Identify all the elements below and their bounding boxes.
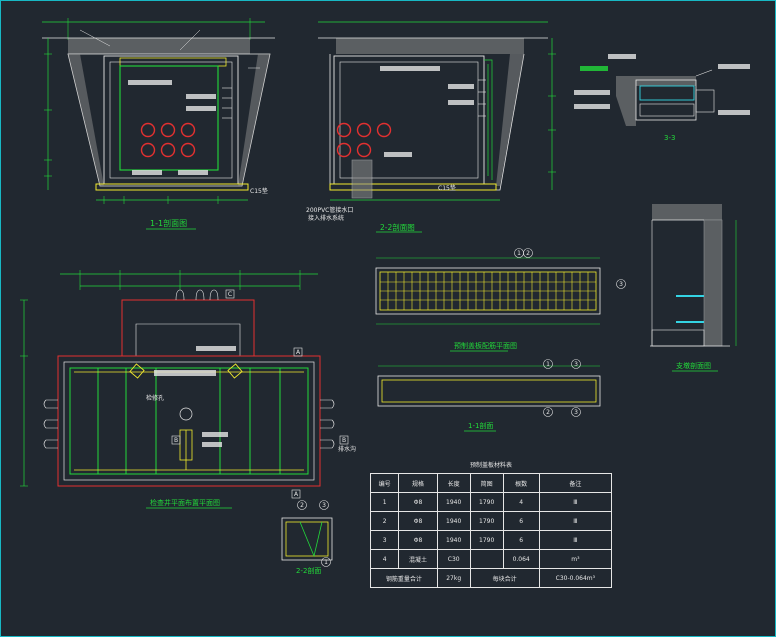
marker-label: 3 — [619, 281, 623, 288]
marker-label: 3 — [322, 502, 326, 509]
section-2-2: 200PVC管接水口 接入排水系统 2-2剖面图 C15垫 — [306, 21, 556, 233]
marker-label: 3 — [574, 361, 578, 368]
marker-box-label: B — [342, 437, 346, 444]
table-header-cell: 根数 — [502, 473, 540, 493]
marker-circle — [571, 407, 581, 417]
table-cell: 1790 — [469, 530, 504, 550]
table-cell: 1790 — [469, 492, 504, 512]
table-cell: Ⅲ — [538, 530, 613, 550]
table-cell: m³ — [538, 549, 613, 569]
plan-label-drain: 排水沟 — [338, 445, 356, 453]
marker-box — [225, 289, 235, 299]
plan-view: 检修孔 检查井平面布置平面图 排水沟 — [20, 270, 356, 509]
section-1-1: 1-1剖面图 C15垫 — [42, 18, 275, 230]
marker-box-label: C — [228, 291, 232, 298]
marker-circle — [616, 279, 626, 289]
marker-label: 2 — [300, 502, 304, 509]
table-cell: 6 — [502, 511, 540, 531]
section-1-1-label: C15垫 — [250, 187, 268, 195]
table-cell: Ⅲ — [538, 492, 613, 512]
section-1-1-title: 1-1剖面图 — [150, 218, 187, 228]
table-footer-cell: 27kg — [436, 568, 471, 588]
table-cell: 4 — [502, 492, 540, 512]
table-cell: 1940 — [436, 511, 471, 531]
marker-circle — [319, 500, 329, 510]
marker-label: 3 — [574, 409, 578, 416]
section-2-2-label-drain: 接入排水系统 — [308, 214, 344, 222]
marker-box — [291, 489, 301, 499]
table-cell: 4 — [369, 549, 400, 569]
table-cell: Φ8 — [398, 530, 438, 550]
marker-box — [171, 435, 181, 445]
table-header-cell: 编号 — [369, 473, 400, 493]
table-header-cell: 简图 — [469, 473, 504, 493]
table-cell: 0.064 — [502, 549, 540, 569]
table-cell: Φ8 — [398, 492, 438, 512]
marker-circle — [543, 407, 553, 417]
plan-title: 检查井平面布置平面图 — [150, 498, 220, 507]
table-header-row: 编号规格长度简图根数备注 — [369, 473, 613, 493]
table-footer-cell: C30-0.064m³ — [538, 568, 613, 588]
table-header-cell: 规格 — [398, 473, 438, 493]
rebar-section: 1-1剖面 — [377, 365, 601, 432]
table-title: 预制盖板材料表 — [469, 462, 512, 469]
rebar-plan-title: 预制盖板配筋平面图 — [454, 341, 517, 350]
wall-section: 支墩剖面图 — [650, 204, 737, 372]
marker-label: 2 — [546, 409, 550, 416]
table-cell: 1940 — [436, 492, 471, 512]
marker-label: 1 — [517, 250, 521, 257]
section-2-2-label-pipe: 200PVC管接水口 — [306, 206, 353, 214]
marker-circle — [543, 359, 553, 369]
table-cell: 混凝土 — [398, 549, 438, 569]
marker-circle — [571, 359, 581, 369]
table-cell: Φ8 — [398, 511, 438, 531]
marker-label: 1 — [324, 559, 328, 566]
table-cell: 3 — [369, 530, 400, 550]
plan-label-check-hole: 检修孔 — [146, 394, 164, 402]
table-cell: 2 — [369, 511, 400, 531]
table-cell: 1 — [369, 492, 400, 512]
table-cell: 1940 — [436, 530, 471, 550]
marker-box-label: A — [296, 349, 301, 356]
small-section: 2-2剖面 — [281, 517, 333, 575]
table-cell: C30 — [436, 549, 471, 569]
table-cell: 6 — [502, 530, 540, 550]
marker-box-label: A — [294, 491, 299, 498]
rebar-section-title: 1-1剖面 — [468, 421, 493, 430]
table-cell: 1790 — [469, 511, 504, 531]
wall-section-title: 支墩剖面图 — [676, 361, 711, 370]
section-2-2-title: 2-2剖面图 — [380, 222, 415, 232]
table-cell: Ⅲ — [538, 511, 613, 531]
marker-circle — [321, 557, 331, 567]
rebar-plan: 预制盖板配筋平面图 — [375, 257, 601, 352]
section-3-3-title: 3-3 — [664, 134, 675, 142]
marker-label: 1 — [546, 361, 550, 368]
section-2-2-label-c15: C15垫 — [438, 184, 456, 192]
small-section-title: 2-2剖面 — [296, 566, 321, 575]
marker-label: 2 — [526, 250, 530, 257]
section-3-3: 3-3 — [574, 54, 750, 142]
marker-circle — [297, 500, 307, 510]
marker-box-label: B — [174, 437, 178, 444]
marker-box — [339, 435, 349, 445]
table-footer-cell: 每块合计 — [469, 568, 540, 588]
marker-circle — [523, 248, 533, 258]
table-header-cell: 备注 — [538, 473, 613, 493]
table-cell — [469, 549, 504, 569]
table-footer-cell: 钢筋重量合计 — [370, 568, 438, 588]
marker-box — [293, 347, 303, 357]
table-header-cell: 长度 — [436, 473, 471, 493]
